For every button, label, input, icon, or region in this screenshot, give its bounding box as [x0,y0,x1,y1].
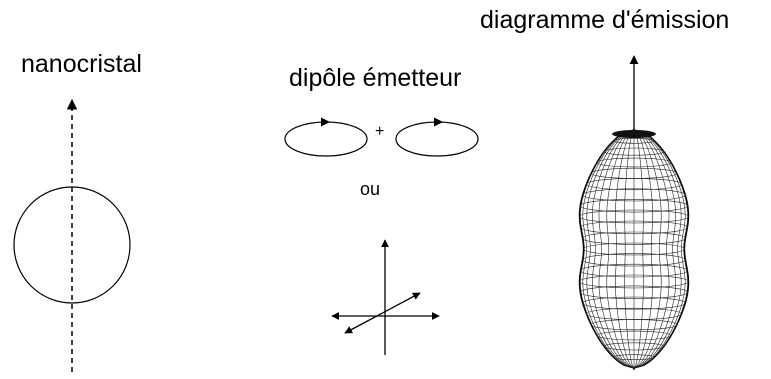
emission-lobe-cap [612,130,656,138]
ellipse-right-arrow [434,117,443,127]
rotating-ellipse-right [395,121,479,157]
mesh-meridian [633,129,662,369]
nanocrystal-circle [13,186,131,304]
mesh-meridian [582,129,635,369]
mesh-meridian [624,129,635,369]
rotating-dipole-figure [284,117,479,157]
emitting-dipole-label: dipôle émetteur [289,64,462,92]
mesh-meridian [606,129,635,369]
mesh-meridian [633,129,682,369]
nanocrystal-figure [13,98,131,372]
emission-pattern-label: diagramme d'émission [480,6,730,34]
mesh-meridian [633,129,677,369]
mesh-meridian [633,129,688,369]
ellipse-left-arrow [321,117,330,127]
mesh-meridian [633,129,670,369]
emission-mesh [579,129,689,369]
mesh-meridian [633,129,653,369]
mesh-meridian [586,129,635,369]
crossed-dipole-figure [331,239,440,355]
nanocrystal-label: nanocristal [21,50,142,78]
mesh-meridian [580,129,635,369]
dipole-diagonal-axis [344,292,421,334]
mesh-meridian [615,129,635,369]
plus-sign: + [375,123,385,140]
mesh-meridian [598,129,635,369]
rotating-ellipse-left [284,121,368,157]
mesh-meridian [633,129,644,369]
emission-pattern-figure [578,55,690,370]
mesh-meridian [591,129,635,369]
or-label: ou [360,179,381,199]
mesh-meridian [633,129,686,369]
